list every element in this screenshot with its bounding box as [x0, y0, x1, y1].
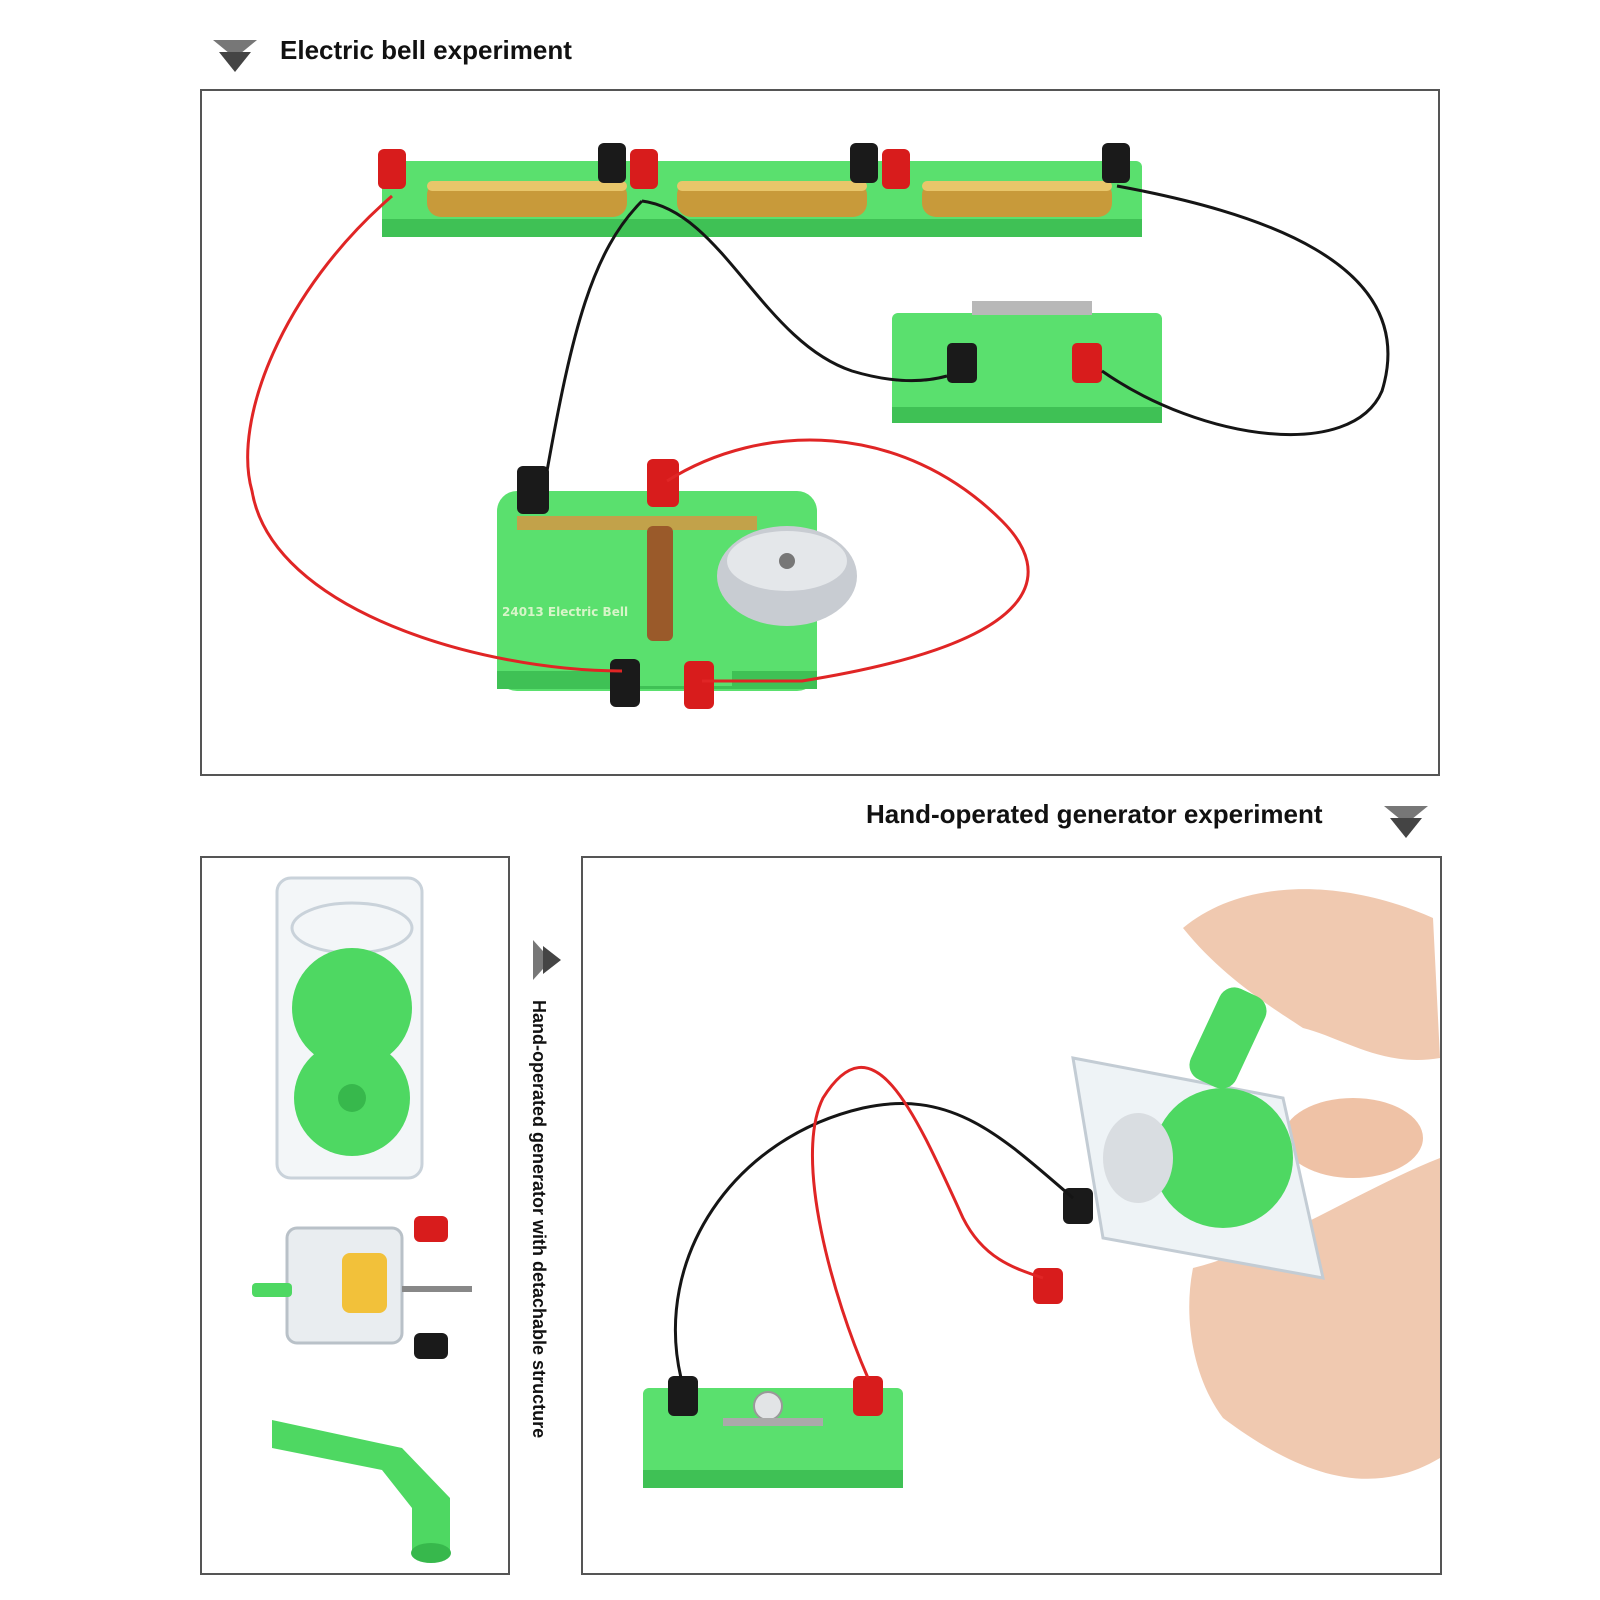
generator-parts-illustration — [252, 876, 472, 1563]
bell-experiment-photo: 24013 Electric Bell — [200, 89, 1440, 776]
down-arrow-icon — [213, 40, 257, 72]
battery-terminals — [378, 143, 1130, 189]
generator-gearbox — [1033, 987, 1325, 1304]
battery-cells — [427, 181, 1112, 217]
generator-motor — [252, 1216, 472, 1359]
bell-model-label: 24013 Electric Bell — [502, 605, 628, 619]
bell-circuit-wires — [246, 184, 1390, 683]
hands — [1183, 889, 1440, 1479]
bell-module: 24013 Electric Bell — [497, 459, 857, 709]
generator-demo-photo — [581, 856, 1442, 1575]
generator-side-label: Hand-operated generator with detachable … — [529, 1000, 549, 1439]
section-heading-generator: Hand-operated generator experiment — [866, 799, 1323, 829]
right-arrow-icon — [533, 940, 561, 980]
generator-wires — [673, 1065, 1074, 1379]
bell-circuit-illustration: 24013 Electric Bell — [246, 143, 1390, 709]
crank-handle — [272, 1420, 451, 1563]
switch-module — [892, 301, 1162, 423]
down-arrow-icon — [1384, 806, 1428, 838]
gearbox-housing — [275, 876, 424, 1180]
generator-parts-photo — [200, 856, 510, 1575]
section-heading-bell: Electric bell experiment — [280, 35, 572, 65]
generator-demo-illustration — [643, 889, 1440, 1488]
bulb-module — [643, 1376, 903, 1488]
